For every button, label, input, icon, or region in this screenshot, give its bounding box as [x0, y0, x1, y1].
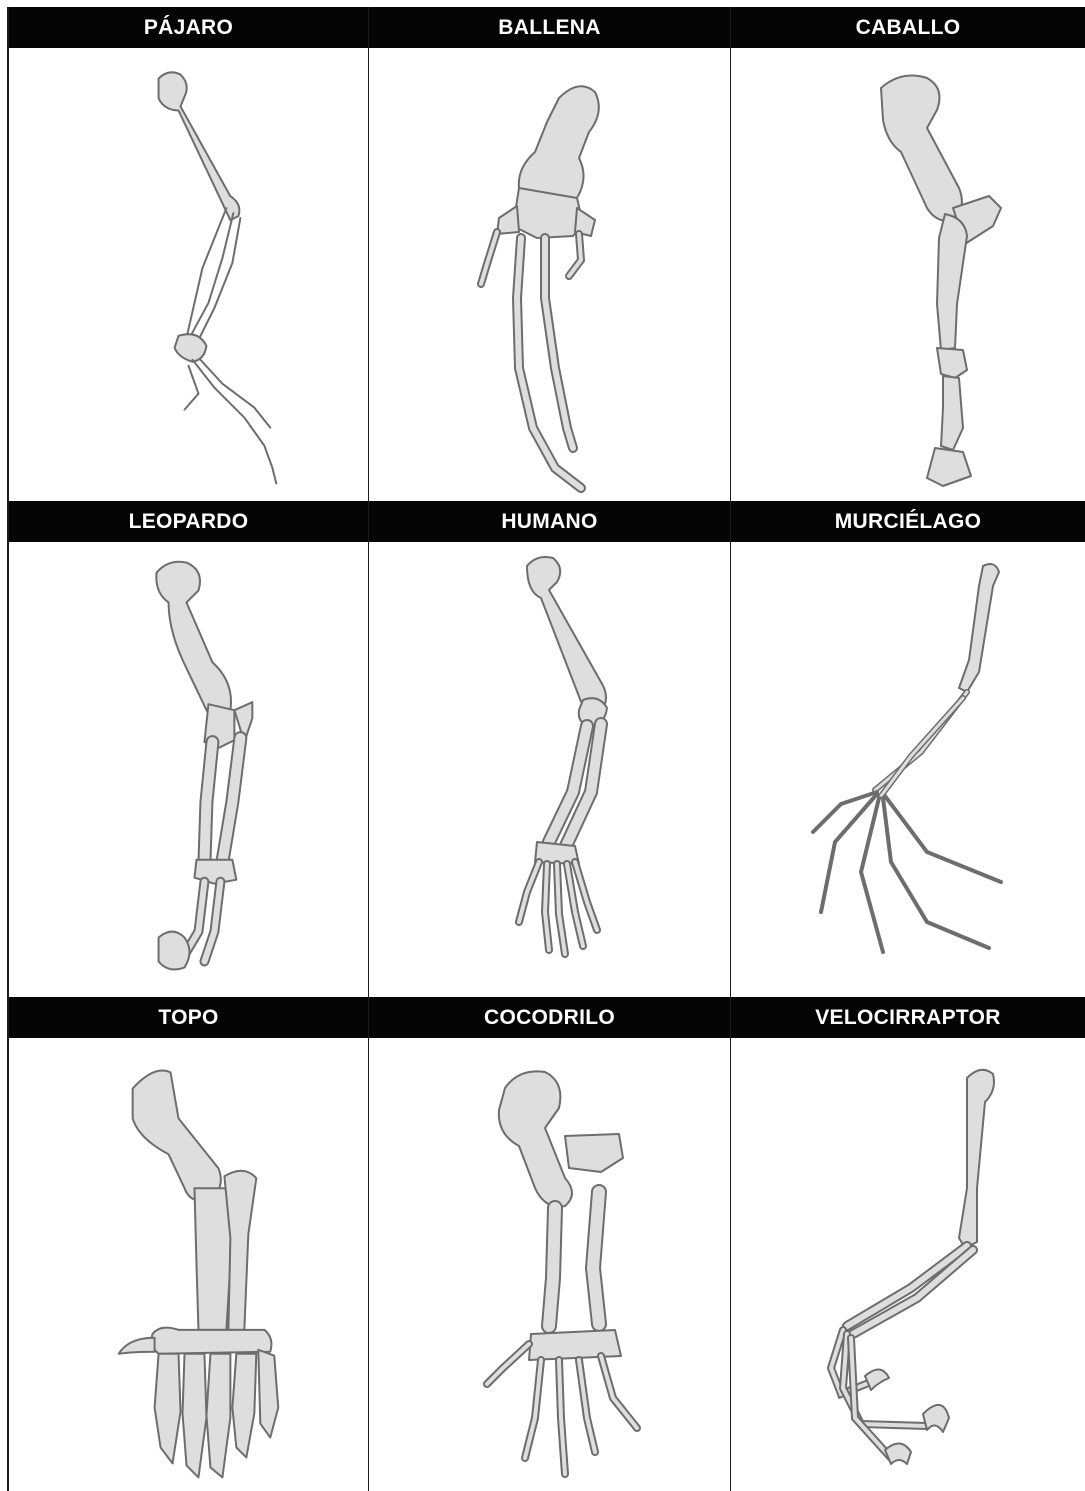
panel-title: HUMANO [369, 501, 730, 542]
panel-title: COCODRILO [369, 997, 730, 1038]
comparative-anatomy-grid: PÁJARO BALLENA [7, 7, 1085, 1491]
panel-title: CABALLO [731, 7, 1085, 48]
panel-crocodile: COCODRILO [368, 997, 730, 1491]
panel-human: HUMANO [368, 501, 730, 997]
human-arm-skeleton-icon [369, 542, 730, 997]
bird-forelimb-skeleton-icon [9, 48, 368, 501]
panel-leopard: LEOPARDO [7, 501, 368, 997]
panel-whale: BALLENA [368, 7, 730, 501]
panel-bird: PÁJARO [7, 7, 368, 501]
panel-title: PÁJARO [9, 7, 368, 48]
panel-horse: CABALLO [730, 7, 1085, 501]
horse-forelimb-skeleton-icon [731, 48, 1085, 501]
panel-title: BALLENA [369, 7, 730, 48]
mole-forelimb-skeleton-icon [9, 1038, 368, 1491]
leopard-forelimb-skeleton-icon [9, 542, 368, 997]
panel-title: MURCIÉLAGO [731, 501, 1085, 542]
panel-title: TOPO [9, 997, 368, 1038]
panel-mole: TOPO [7, 997, 368, 1491]
panel-title: LEOPARDO [9, 501, 368, 542]
panel-bat: MURCIÉLAGO [730, 501, 1085, 997]
whale-flipper-skeleton-icon [369, 48, 730, 501]
panel-velociraptor: VELOCIRRAPTOR [730, 997, 1085, 1491]
panel-title: VELOCIRRAPTOR [731, 997, 1085, 1038]
crocodile-forelimb-skeleton-icon [369, 1038, 730, 1491]
velociraptor-forelimb-skeleton-icon [731, 1038, 1085, 1491]
bat-wing-skeleton-icon [731, 542, 1085, 997]
